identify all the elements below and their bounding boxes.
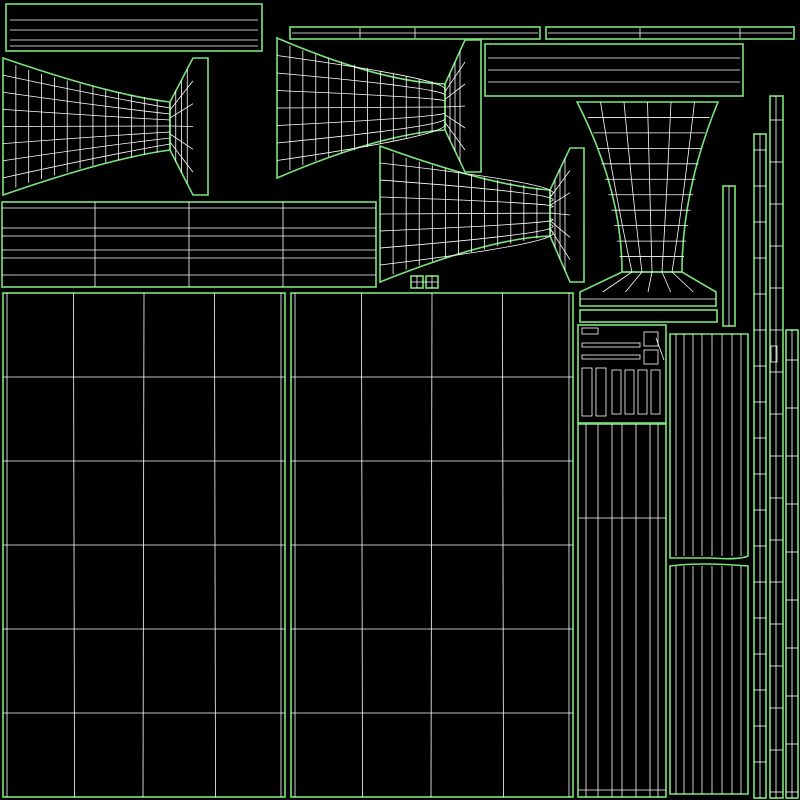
panel-left bbox=[2, 292, 286, 798]
funnel-vertical bbox=[575, 101, 720, 323]
rail-strip-top-right bbox=[545, 26, 795, 40]
small-tiles bbox=[410, 275, 439, 289]
post-c bbox=[769, 95, 799, 799]
plank-upper-right bbox=[484, 43, 744, 97]
funnel-mid-upper bbox=[276, 36, 482, 180]
post-b bbox=[753, 133, 767, 799]
panel-mid bbox=[290, 292, 574, 798]
board-wide bbox=[1, 201, 377, 288]
rail-strip-top-mid bbox=[289, 26, 541, 40]
column-strip bbox=[577, 423, 667, 798]
fixtures-cluster bbox=[577, 324, 667, 424]
tube-lower bbox=[669, 563, 749, 795]
tube-upper bbox=[669, 333, 749, 560]
post-a bbox=[722, 185, 736, 327]
funnel-mid-lower bbox=[379, 144, 585, 284]
rail-strip-top-left bbox=[5, 3, 263, 52]
funnel-left bbox=[2, 56, 209, 197]
